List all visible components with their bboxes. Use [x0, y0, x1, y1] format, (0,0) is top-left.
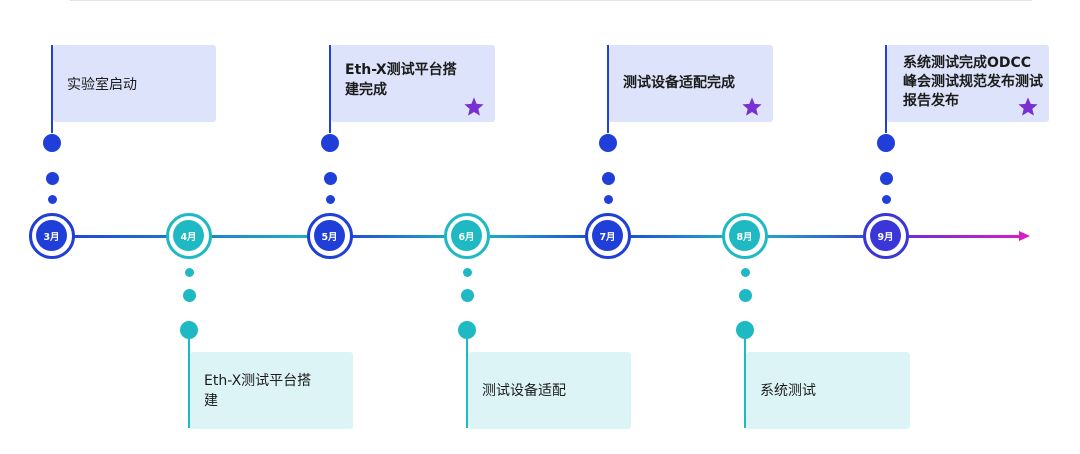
milestone-card-system-test: 系统测试 — [746, 352, 910, 429]
month-node-8: 8月 — [722, 213, 768, 259]
month-node-4: 4月 — [166, 213, 212, 259]
connector-dot — [877, 134, 895, 152]
month-label: 6月 — [451, 220, 482, 251]
milestone-card-ethx-platform-done: Eth-X测试平台搭建完成 — [331, 45, 495, 122]
month-label: 4月 — [173, 220, 204, 251]
connector-dot — [879, 172, 893, 185]
month-node-3: 3月 — [29, 213, 75, 259]
connector-dot — [180, 321, 198, 339]
milestone-text: 测试设备适配完成 — [623, 75, 735, 91]
month-node-5: 5月 — [307, 213, 353, 259]
month-label: 9月 — [870, 220, 901, 251]
milestone-text: Eth-X测试平台搭建 — [204, 372, 312, 409]
connector-dot — [325, 195, 335, 204]
top-divider — [70, 0, 1032, 1]
connector-dot — [323, 172, 337, 185]
connector-line — [51, 45, 53, 133]
star-icon — [1018, 97, 1038, 116]
milestone-text: 系统测试完成ODCC峰会测试规范发布测试报告发布 — [903, 55, 1043, 109]
connector-dot — [736, 321, 754, 339]
connector-dot — [458, 321, 476, 339]
connector-dot — [601, 172, 615, 185]
connector-dot — [738, 289, 752, 302]
connector-dot — [603, 195, 613, 204]
connector-line — [744, 338, 746, 428]
connector-dot — [881, 195, 891, 204]
connector-dot — [321, 134, 339, 152]
connector-dot — [43, 134, 61, 152]
month-label: 8月 — [729, 220, 760, 251]
milestone-card-device-adaptation: 测试设备适配 — [468, 352, 631, 429]
milestone-card-ethx-platform-build: Eth-X测试平台搭建 — [190, 352, 353, 429]
connector-dot — [182, 289, 196, 302]
milestone-text: 测试设备适配 — [482, 382, 566, 399]
connector-dot — [599, 134, 617, 152]
connector-line — [188, 338, 190, 428]
star-icon — [742, 97, 762, 116]
milestone-text: 实验室启动 — [67, 77, 137, 93]
connector-dot — [45, 172, 59, 185]
month-node-7: 7月 — [585, 213, 631, 259]
milestone-text: 系统测试 — [760, 382, 816, 399]
milestone-text: Eth-X测试平台搭建完成 — [345, 62, 457, 98]
connector-line — [466, 338, 468, 428]
connector-dot — [47, 195, 57, 204]
month-node-6: 6月 — [444, 213, 490, 259]
connector-dot — [740, 268, 750, 277]
milestone-card-device-adaptation-done: 测试设备适配完成 — [609, 45, 773, 122]
timeline-arrow-head — [1019, 231, 1030, 241]
timeline-axis-segment — [886, 235, 1020, 238]
month-node-9: 9月 — [863, 213, 909, 259]
connector-line — [607, 45, 609, 133]
connector-line — [329, 45, 331, 133]
connector-line — [885, 45, 887, 133]
milestone-card-lab-launch: 实验室启动 — [53, 45, 216, 122]
month-label: 3月 — [36, 220, 67, 251]
star-icon — [464, 97, 484, 116]
connector-dot — [460, 289, 474, 302]
connector-dot — [462, 268, 472, 277]
connector-dot — [184, 268, 194, 277]
month-label: 5月 — [314, 220, 345, 251]
milestone-card-system-test-done: 系统测试完成ODCC峰会测试规范发布测试报告发布 — [887, 45, 1049, 122]
month-label: 7月 — [592, 220, 623, 251]
